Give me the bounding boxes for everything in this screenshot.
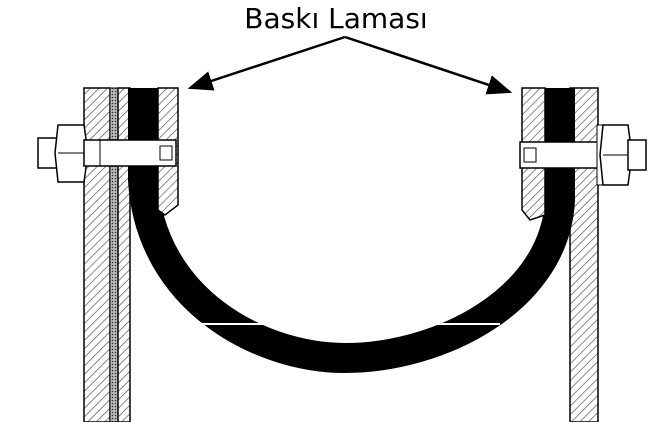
left-bolt — [37, 124, 177, 183]
pointer-arrows — [187, 35, 513, 95]
pipe-band — [128, 88, 575, 374]
arrow-right — [344, 35, 513, 95]
right-bolt — [519, 124, 647, 186]
arrow-left — [187, 35, 346, 91]
left-wall-plate — [83, 87, 131, 422]
diagram-label: Baskı Laması — [244, 2, 428, 35]
